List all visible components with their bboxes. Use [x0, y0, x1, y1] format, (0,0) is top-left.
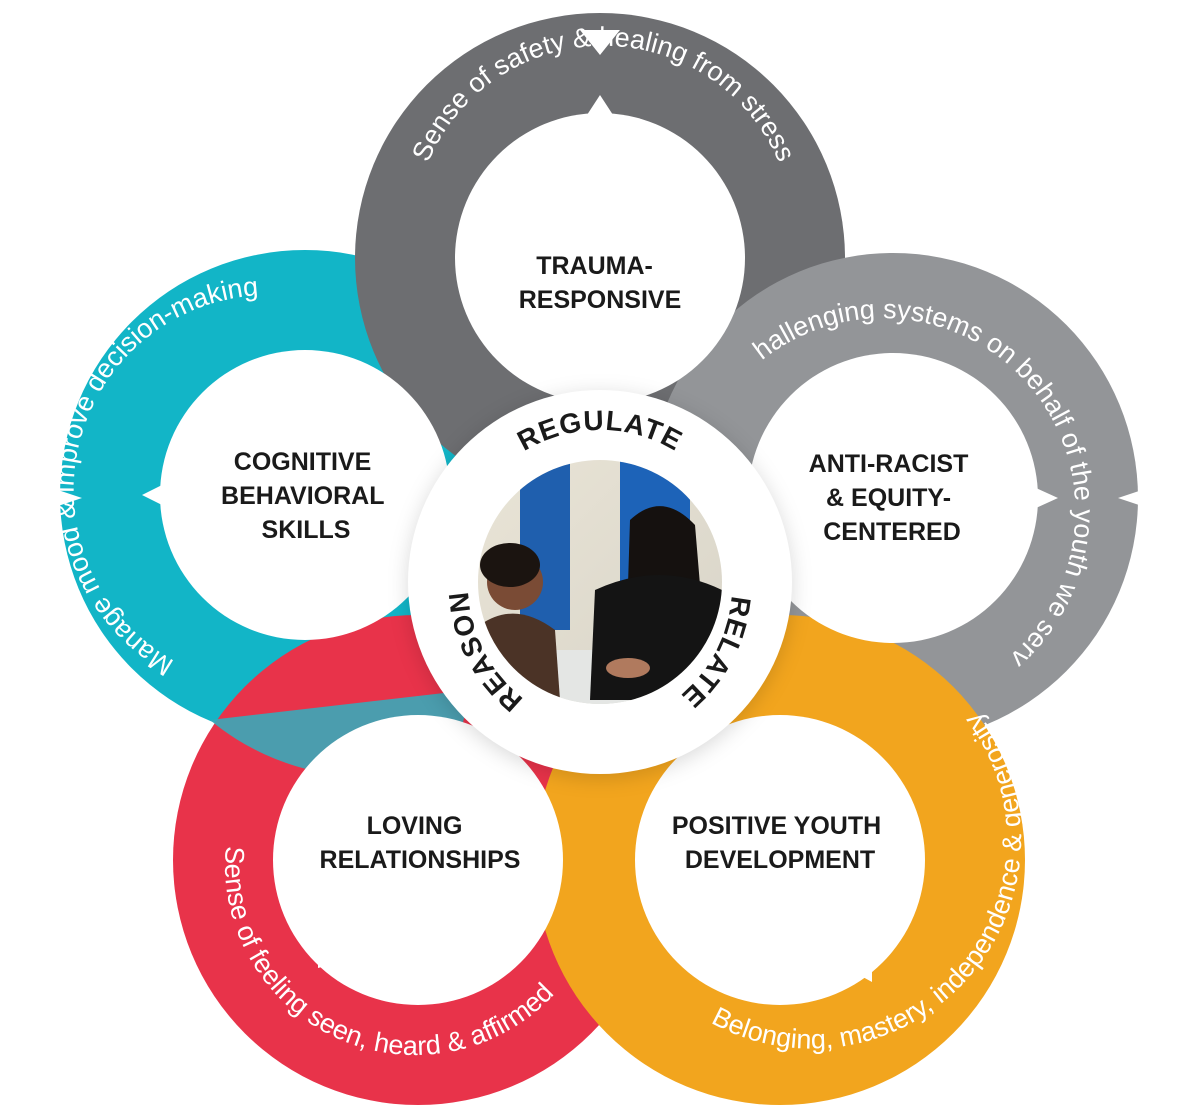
title-cognitive: COGNITIVE BEHAVIORAL SKILLS [221, 448, 391, 544]
tail-anti [1036, 488, 1058, 508]
title-loving: LOVING RELATIONSHIPS [320, 812, 521, 874]
notch-anti [1118, 490, 1142, 506]
inner-pyd [635, 715, 925, 1005]
tail-pyd [850, 958, 872, 982]
notch-trauma [580, 30, 620, 55]
title-anti-racist: ANTI-RACIST & EQUITY- CENTERED [809, 450, 976, 546]
title-pyd: POSITIVE YOUTH DEVELOPMENT [672, 812, 888, 874]
inner-trauma [455, 113, 745, 403]
tail-trauma [585, 95, 615, 118]
inner-loving [273, 715, 563, 1005]
tail-cognitive [142, 485, 162, 505]
inner-cognitive [160, 350, 450, 640]
inner-anti-racist [748, 353, 1038, 643]
tail-loving [318, 948, 340, 968]
center-hub: REGULATE RELATE REASON [408, 390, 792, 774]
title-trauma: TRAUMA- RESPONSIVE [519, 252, 682, 314]
notch-cognitive [58, 490, 82, 506]
